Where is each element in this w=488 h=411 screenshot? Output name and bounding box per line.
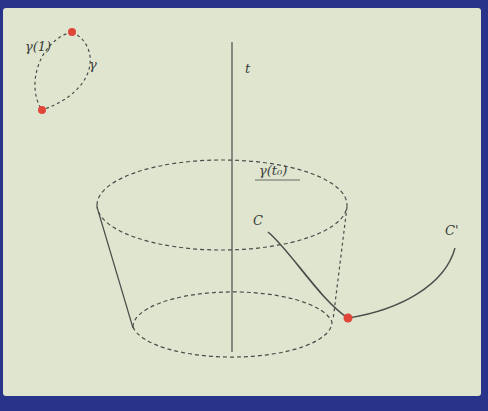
math-label: C [252, 214, 264, 228]
math-label: C' [444, 224, 460, 238]
point [68, 28, 76, 36]
point [38, 106, 46, 114]
whiteboard [3, 8, 481, 396]
leader [255, 180, 300, 181]
math-label: γ(1) [24, 40, 52, 54]
cone-side [97, 207, 133, 328]
top-rim-back [97, 160, 347, 205]
curve [348, 248, 455, 318]
point [344, 314, 353, 323]
curve [268, 232, 348, 318]
cone-side [333, 207, 347, 320]
bottom-rim-back [133, 292, 332, 327]
axis [231, 42, 232, 352]
bottom-rim-front [133, 322, 332, 357]
top-rim-front [97, 205, 347, 250]
math-label: t [244, 62, 251, 76]
math-label: γ(t₀) [258, 164, 288, 178]
math-label: γ [88, 58, 98, 72]
